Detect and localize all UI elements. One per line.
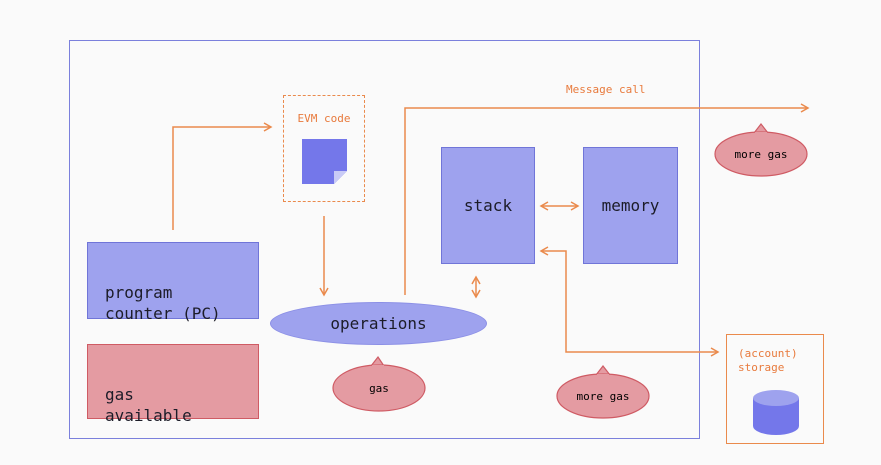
database-icon bbox=[753, 390, 799, 435]
message-call-label: Message call bbox=[566, 83, 646, 96]
gas-available-label: gas available bbox=[105, 385, 192, 425]
storage-label: (account) storage bbox=[738, 347, 798, 374]
stack-box: stack bbox=[441, 147, 535, 264]
more-gas-bubble-bottom-label: more gas bbox=[577, 390, 630, 403]
storage-box: (account) storage bbox=[726, 334, 824, 444]
operations-ellipse: operations bbox=[270, 302, 487, 345]
operations-label: operations bbox=[330, 314, 427, 333]
gas-bubble: gas bbox=[332, 355, 426, 412]
more-gas-bubble-bottom: more gas bbox=[556, 365, 650, 419]
evm-frame bbox=[69, 40, 700, 439]
message-call-arrow bbox=[404, 103, 810, 295]
stack-storage-arrow bbox=[539, 246, 720, 357]
program-counter-box: program counter (PC) bbox=[87, 242, 259, 323]
gas-bubble-label: gas bbox=[369, 382, 389, 395]
more-gas-bubble-top: more gas bbox=[714, 123, 808, 177]
code-file-icon bbox=[302, 139, 347, 184]
stack-label: stack bbox=[463, 196, 513, 215]
pc-to-evm-arrow bbox=[172, 122, 273, 230]
evm-code-label: EVM code bbox=[297, 112, 351, 125]
program-counter-label: program counter (PC) bbox=[105, 283, 221, 323]
gas-available-box: gas available bbox=[87, 344, 259, 425]
memory-label: memory bbox=[601, 196, 660, 215]
evm-code-box: EVM code bbox=[283, 95, 365, 202]
more-gas-bubble-top-label: more gas bbox=[735, 148, 788, 161]
memory-box: memory bbox=[583, 147, 678, 264]
